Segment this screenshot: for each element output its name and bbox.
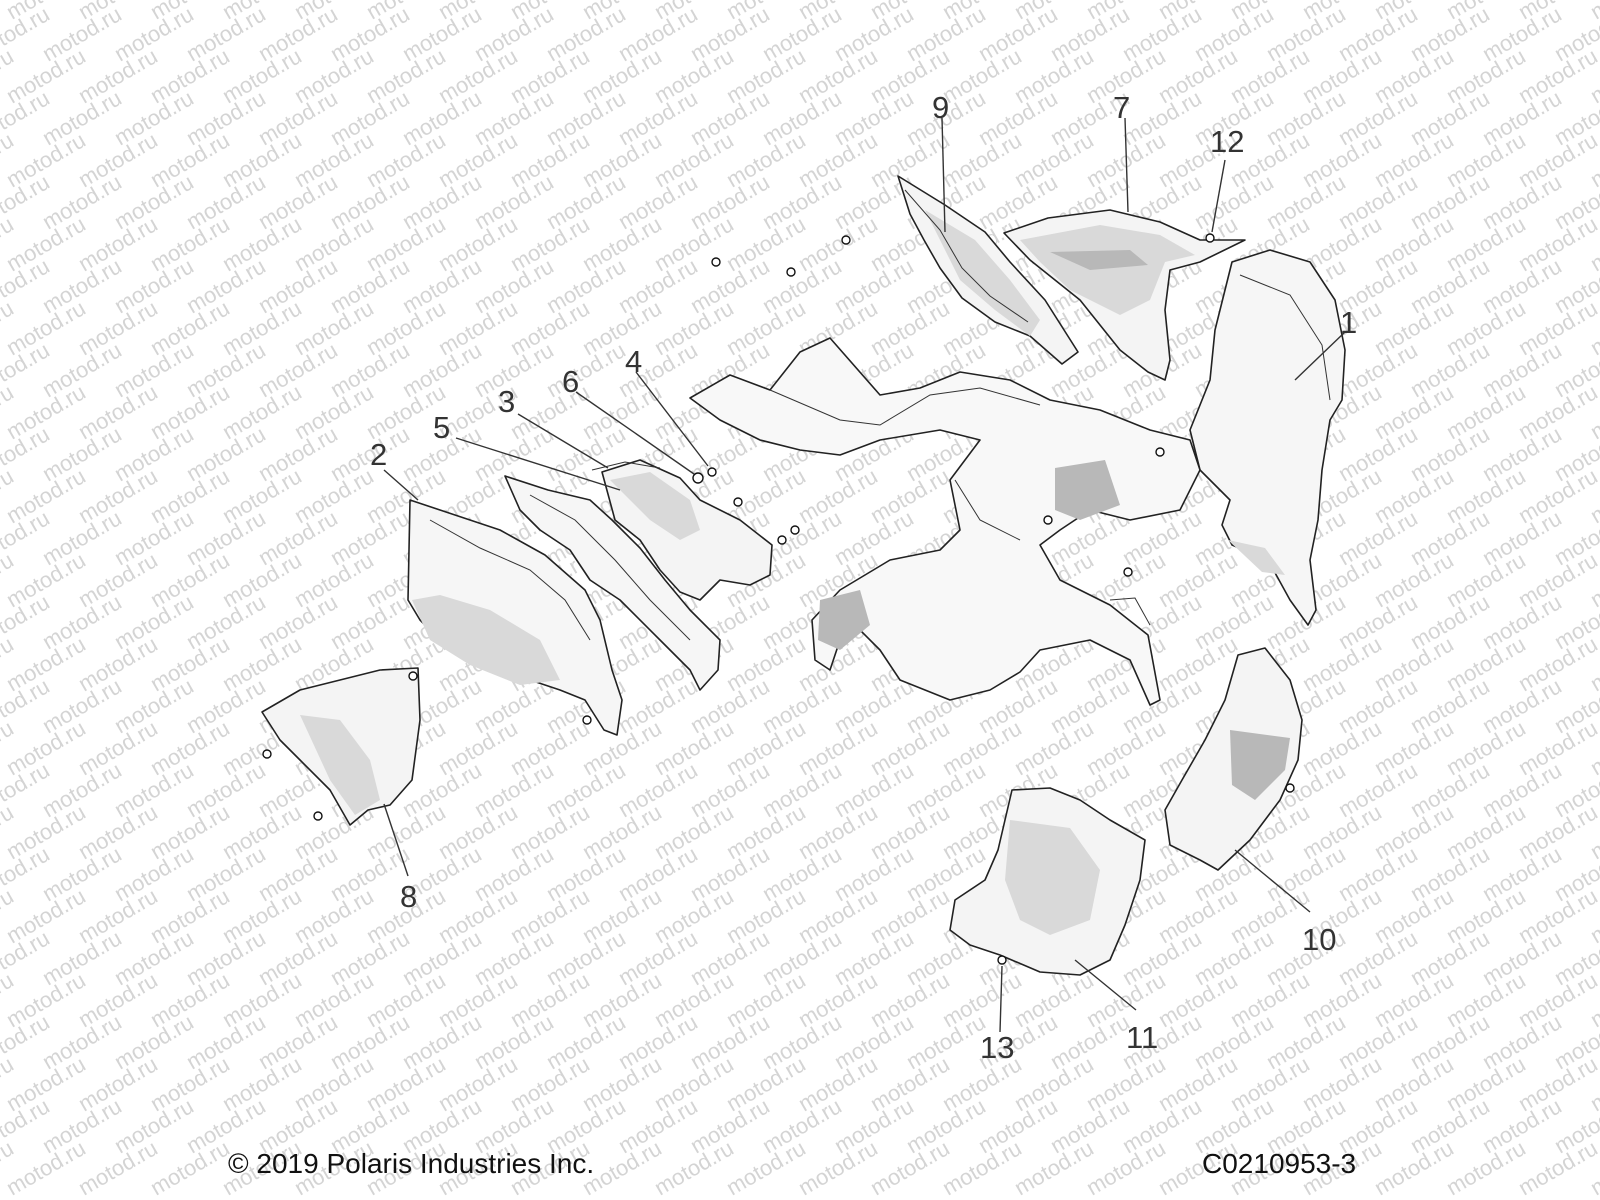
fastener-k	[582, 715, 592, 725]
callout-3: 3	[498, 384, 515, 419]
fastener-l	[262, 749, 272, 759]
fastener-12	[1205, 233, 1215, 243]
leader-1	[1294, 331, 1346, 381]
fastener-a	[711, 257, 721, 267]
leader-11	[1074, 959, 1137, 1011]
callout-4: 4	[625, 344, 642, 379]
fastener-h	[1123, 567, 1133, 577]
leader-3	[517, 413, 609, 469]
leader-7	[1124, 117, 1129, 213]
callout-labels: 1 2 3 4 5 6 7 8 9 10 11 12 13	[370, 90, 1357, 1065]
callout-1: 1	[1340, 305, 1357, 340]
copyright-notice: © 2019 Polaris Industries Inc.	[228, 1148, 595, 1179]
part-6-mount	[591, 461, 661, 471]
fastener-i	[1155, 447, 1165, 457]
leader-10	[1234, 849, 1311, 913]
part-11-lower-guard	[949, 787, 1146, 976]
callout-13: 13	[980, 1030, 1014, 1065]
fastener-b	[786, 267, 796, 277]
callout-9: 9	[932, 90, 949, 125]
leader-9	[941, 117, 946, 233]
part-7-upper-cover	[1003, 209, 1246, 381]
fastener-d	[733, 497, 743, 507]
part-10-lower-guard	[1164, 647, 1303, 871]
drawing-number: C0210953-3	[1202, 1148, 1357, 1179]
leader-8	[383, 803, 409, 877]
callout-10: 10	[1302, 922, 1336, 957]
part-9-side-panel	[897, 175, 1079, 365]
leader-4	[635, 371, 709, 467]
leader-2	[383, 469, 419, 501]
leader-6	[575, 391, 695, 475]
main-frame-body	[689, 337, 1201, 706]
fastener-13	[997, 955, 1007, 965]
leader-12	[1211, 159, 1226, 233]
leader-13	[999, 965, 1003, 1033]
fastener-f	[790, 525, 800, 535]
fastener-g	[1043, 515, 1053, 525]
callout-2: 2	[370, 437, 387, 472]
callout-12: 12	[1210, 124, 1244, 159]
leader-5	[455, 437, 621, 491]
callout-8: 8	[400, 879, 417, 914]
fastener-j	[408, 671, 418, 681]
part-1-front-fender	[1189, 249, 1346, 626]
callout-6: 6	[562, 364, 579, 399]
callout-7: 7	[1113, 90, 1130, 125]
part-3-bracket-panel	[601, 459, 773, 601]
fasteners	[262, 233, 1295, 965]
fastener-m	[313, 811, 323, 821]
part-2-left-panel	[407, 499, 623, 736]
fastener-n	[1285, 783, 1295, 793]
fastener-6	[692, 472, 704, 484]
fastener-4	[707, 467, 717, 477]
fastener-e	[777, 535, 787, 545]
fastener-c	[841, 235, 851, 245]
callout-5: 5	[433, 410, 450, 445]
part-8-lower-guard	[261, 667, 421, 826]
callout-11: 11	[1126, 1020, 1158, 1055]
leader-lines	[383, 117, 1346, 1033]
part-5-side-panel	[504, 475, 721, 691]
